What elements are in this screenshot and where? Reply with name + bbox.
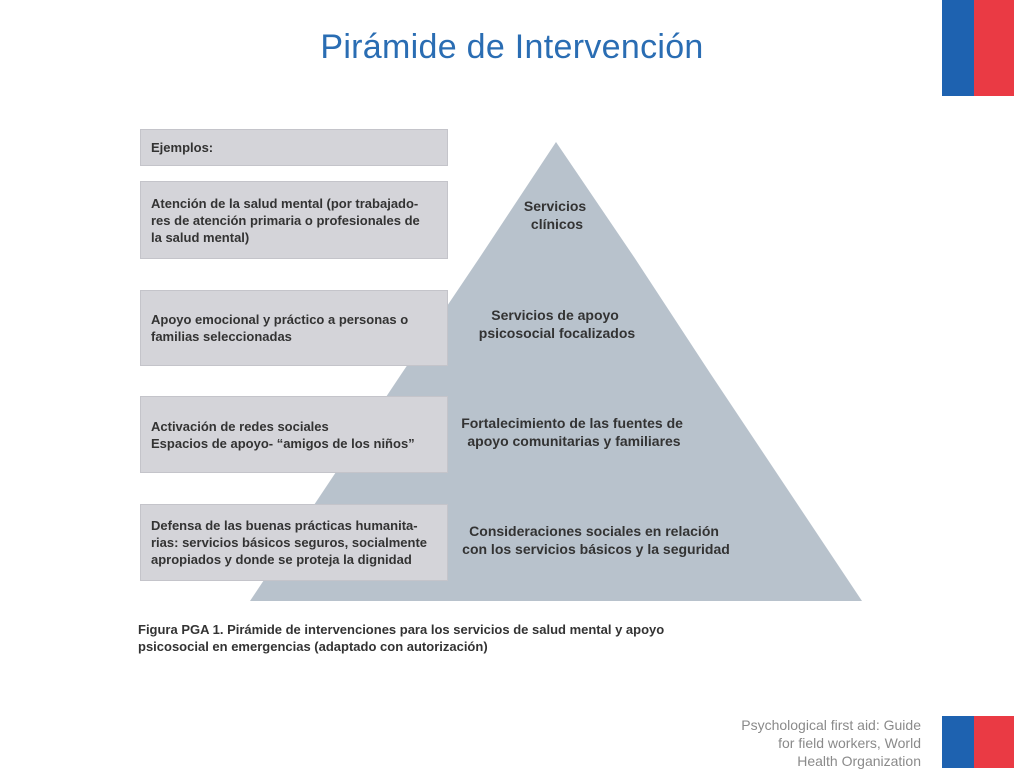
pyramid-label-3-line-2: apoyo comunitarias y familiares (467, 433, 680, 449)
pyramid-level-1 (480, 142, 634, 257)
pyramid-label-4-line-1: Consideraciones sociales en relación (469, 523, 719, 539)
pyramid-label-1-line-1: Servicios (524, 198, 586, 214)
flag-decoration-top (942, 0, 1014, 96)
example-box-focused-support: Apoyo emocional y práctico a personas o … (140, 290, 448, 366)
pyramid-label-4: Consideraciones sociales en relación con… (462, 523, 730, 557)
source-citation: Psychological first aid: Guide for field… (741, 717, 921, 769)
flag-decoration-bottom (942, 716, 1014, 768)
pyramid-level-2 (402, 257, 710, 373)
pyramid-label-3-line-1: Fortalecimiento de las fuentes de (461, 415, 683, 431)
pyramid-label-2: Servicios de apoyo psicosocial focalizad… (479, 307, 636, 341)
figure-caption: Figura PGA 1. Pirámide de intervenciones… (138, 622, 665, 654)
examples-header: Ejemplos: (140, 129, 448, 166)
example-box-basic-services: Defensa de las buenas prácticas humanita… (140, 504, 448, 581)
flag-blue-stripe (942, 0, 974, 96)
pyramid-label-1: Servicios clínicos (524, 198, 590, 232)
flag-blue-stripe (942, 716, 974, 768)
example-box-clinical: Atención de la salud mental (por trabaja… (140, 181, 448, 259)
pyramid-label-4-line-2: con los servicios básicos y la seguridad (462, 541, 730, 557)
flag-red-stripe (974, 0, 1014, 96)
pyramid-label-1-line-2: clínicos (531, 216, 583, 232)
example-box-community: Activación de redes sociales Espacios de… (140, 396, 448, 473)
page-title: Pirámide de Intervención (320, 28, 704, 66)
pyramid-label-2-line-1: Servicios de apoyo (491, 307, 619, 323)
flag-red-stripe (974, 716, 1014, 768)
pyramid-label-2-line-2: psicosocial focalizados (479, 325, 636, 341)
pyramid-label-3: Fortalecimiento de las fuentes de apoyo … (461, 415, 687, 449)
